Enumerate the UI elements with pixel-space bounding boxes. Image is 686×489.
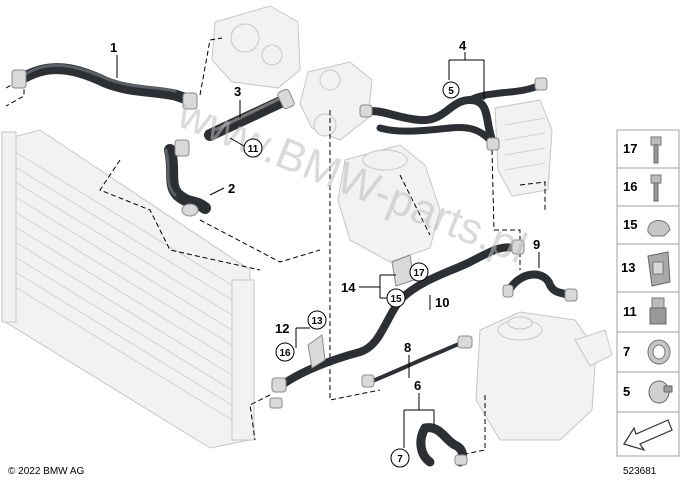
leader-lines bbox=[116, 52, 540, 448]
circled-11-label: 11 bbox=[248, 144, 259, 155]
side-panel: 17 16 15 13 bbox=[616, 129, 680, 457]
thermostat-housing bbox=[299, 61, 373, 141]
circled-callout-13[interactable]: 13 bbox=[307, 310, 327, 330]
callout-4[interactable]: 4 bbox=[459, 38, 467, 53]
panel-item-17[interactable]: 17 bbox=[616, 129, 680, 169]
copyright-text: © 2022 BMW AG bbox=[8, 466, 85, 477]
panel-item-13[interactable]: 13 bbox=[616, 243, 680, 293]
panel-label-17: 17 bbox=[623, 141, 637, 156]
connector-part[interactable] bbox=[174, 139, 283, 409]
navigation-arrow-icon bbox=[623, 419, 673, 452]
callout-8[interactable]: 8 bbox=[404, 340, 411, 355]
callout-2[interactable]: 2 bbox=[228, 181, 235, 196]
circled-callout-5[interactable]: 5 bbox=[442, 81, 460, 99]
circled-callout-7[interactable]: 7 bbox=[390, 448, 410, 468]
callout-12[interactable]: 12 bbox=[275, 321, 289, 336]
panel-label-7: 7 bbox=[623, 344, 630, 359]
radiator bbox=[1, 129, 255, 449]
panel-label-13: 13 bbox=[621, 260, 635, 275]
hose-9[interactable] bbox=[502, 270, 578, 302]
callout-14[interactable]: 14 bbox=[341, 280, 356, 295]
callout-9[interactable]: 9 bbox=[533, 237, 540, 252]
circled-17-label: 17 bbox=[413, 268, 425, 279]
panel-label-5: 5 bbox=[623, 384, 630, 399]
spring-clamp-icon bbox=[648, 380, 673, 404]
heat-exchanger bbox=[494, 99, 553, 197]
callout-10[interactable]: 10 bbox=[435, 295, 449, 310]
hose-2[interactable] bbox=[164, 144, 211, 217]
clip-icon bbox=[647, 251, 671, 287]
circled-callout-15[interactable]: 15 bbox=[386, 288, 406, 308]
circled-13-label: 13 bbox=[311, 316, 323, 327]
hose-clamp-icon bbox=[647, 339, 671, 365]
bolt-icon bbox=[650, 174, 662, 202]
panel-item-11[interactable]: 11 bbox=[616, 291, 680, 333]
clamp-icon bbox=[647, 220, 671, 237]
panel-item-arrow[interactable] bbox=[616, 411, 680, 457]
panel-item-7[interactable]: 7 bbox=[616, 331, 680, 373]
bolt-icon bbox=[650, 136, 662, 164]
callout-6[interactable]: 6 bbox=[414, 378, 421, 393]
engine-ghost bbox=[211, 5, 301, 89]
hose-6[interactable] bbox=[416, 423, 468, 467]
callout-1[interactable]: 1 bbox=[110, 40, 117, 55]
callout-3[interactable]: 3 bbox=[234, 84, 241, 99]
pipe-3[interactable] bbox=[204, 88, 295, 141]
hose-1[interactable] bbox=[11, 63, 198, 110]
pipe-8[interactable] bbox=[361, 335, 473, 388]
panel-label-16: 16 bbox=[623, 179, 637, 194]
panel-item-15[interactable]: 15 bbox=[616, 205, 680, 245]
hose-4[interactable] bbox=[359, 77, 548, 151]
oil-filter-housing bbox=[337, 144, 441, 263]
circled-15-label: 15 bbox=[390, 294, 402, 305]
expansion-tank bbox=[475, 311, 613, 441]
circled-7-label: 7 bbox=[397, 454, 403, 465]
bracket-12[interactable] bbox=[307, 334, 326, 369]
circled-16-label: 16 bbox=[279, 348, 291, 359]
nut-icon bbox=[649, 297, 667, 325]
panel-label-15: 15 bbox=[623, 217, 637, 232]
circled-callout-11[interactable]: 11 bbox=[243, 138, 263, 158]
panel-item-16[interactable]: 16 bbox=[616, 167, 680, 207]
circled-callout-16[interactable]: 16 bbox=[275, 342, 295, 362]
panel-label-11: 11 bbox=[623, 304, 637, 319]
panel-item-5[interactable]: 5 bbox=[616, 371, 680, 413]
circled-callout-17[interactable]: 17 bbox=[409, 262, 429, 282]
diagram-number: 523681 bbox=[623, 466, 657, 477]
circled-5-label: 5 bbox=[448, 86, 454, 97]
